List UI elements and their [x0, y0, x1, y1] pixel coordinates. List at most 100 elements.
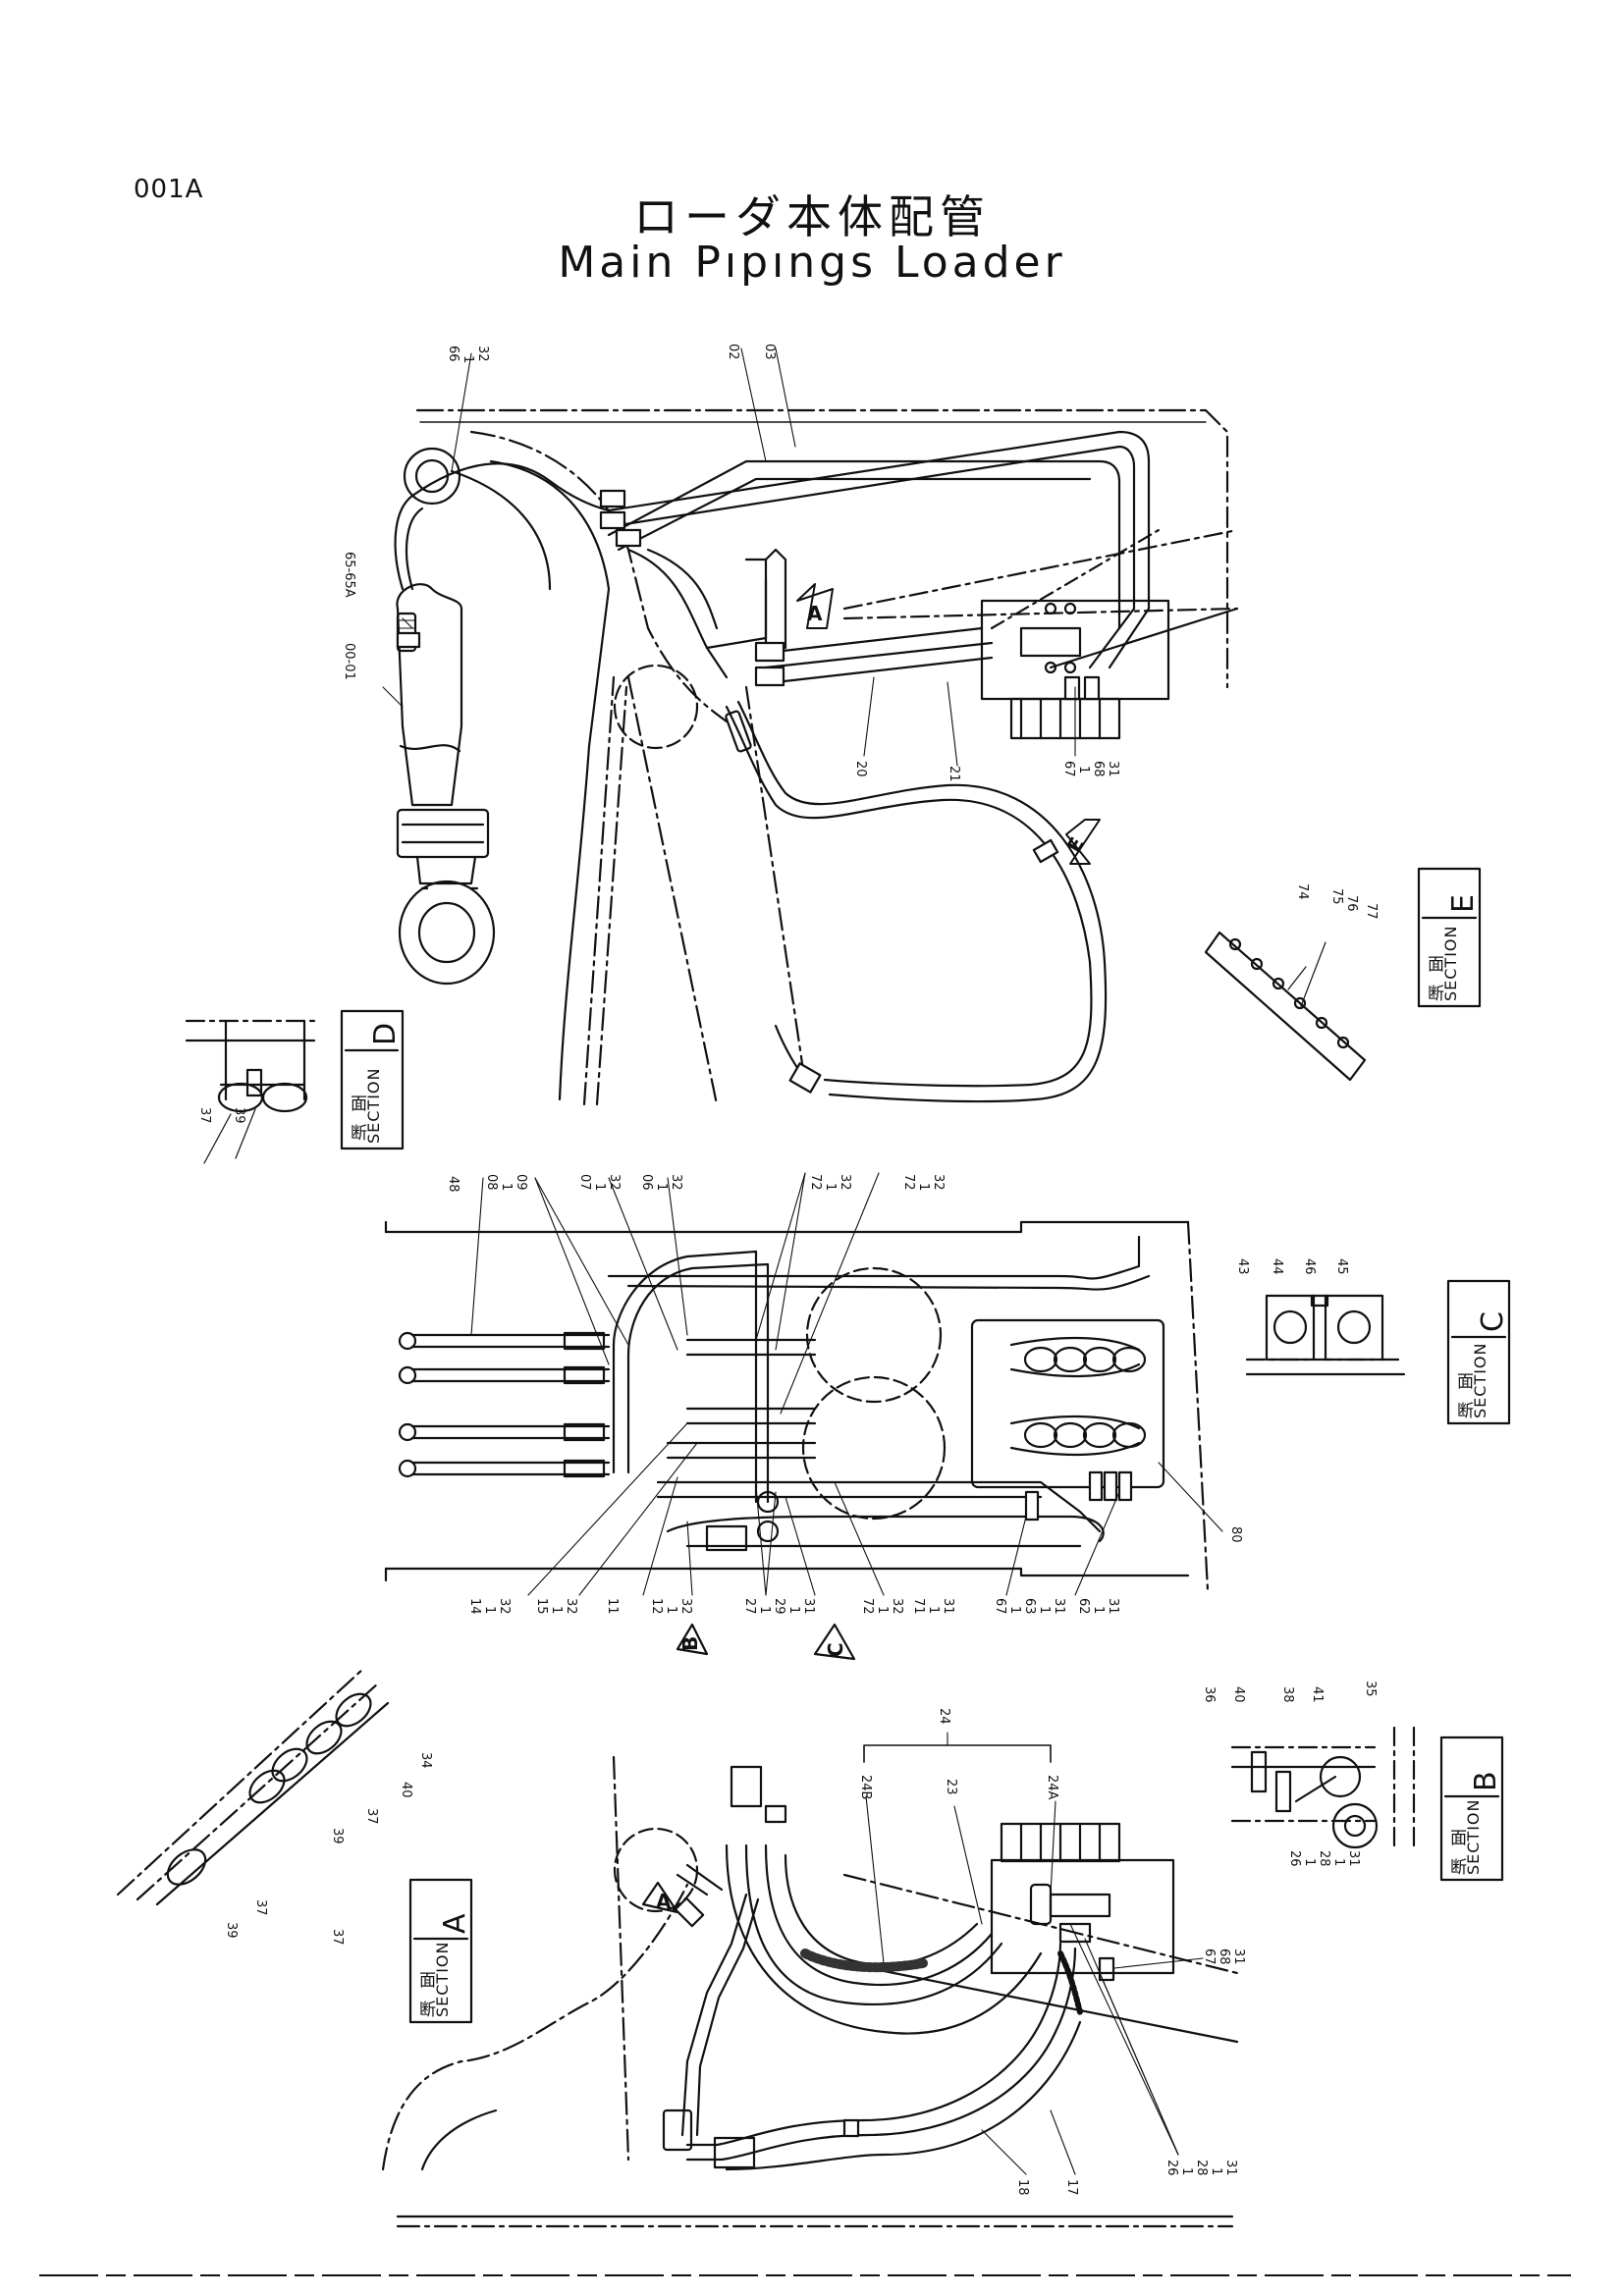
svg-text:SECTION: SECTION: [433, 1942, 452, 2018]
svg-text:断: 断: [1450, 1858, 1467, 1878]
callout-46: 46: [1302, 1258, 1317, 1275]
callout-26: 26: [1164, 2160, 1179, 2176]
callout-31: 31: [1052, 1598, 1066, 1615]
callout-35: 35: [1363, 1681, 1378, 1697]
callout-1: 1: [1076, 766, 1091, 774]
callout-29: 29: [772, 1598, 786, 1615]
callout-1: 1: [1209, 2167, 1223, 2175]
leader-lines: [382, 347, 1223, 2175]
callout-1: 1: [499, 1183, 514, 1191]
section-d-detail: [185, 1009, 405, 1164]
callout-62: 62: [1076, 1598, 1091, 1615]
callout-75: 75: [1329, 888, 1344, 905]
svg-text:面: 面: [1450, 1829, 1467, 1848]
callout-72: 72: [808, 1174, 823, 1191]
callout-1: 1: [549, 1606, 564, 1614]
callout-45: 45: [1334, 1258, 1349, 1275]
section-label-d: 断 面 SECTION D: [351, 1023, 403, 1144]
callout-31: 31: [1106, 1598, 1120, 1615]
section-letter-a: A: [438, 1913, 472, 1934]
callout-24a: 24A: [1045, 1775, 1059, 1800]
callout-31: 31: [1223, 2160, 1238, 2176]
svg-text:SECTION: SECTION: [364, 1068, 383, 1145]
section-b-detail: [1230, 1726, 1504, 1882]
callout-24: 24: [937, 1708, 951, 1725]
callout-39: 39: [224, 1922, 239, 1939]
section-label-b: 断 面 SECTION B: [1450, 1771, 1503, 1878]
callout-28: 28: [1194, 2160, 1209, 2176]
section-e-detail: [1204, 867, 1482, 1082]
callout-18: 18: [1015, 2179, 1030, 2196]
callout-27: 27: [742, 1598, 757, 1615]
callout-20: 20: [853, 761, 868, 777]
callout-34: 34: [418, 1752, 433, 1769]
svg-text:SECTION: SECTION: [1441, 926, 1460, 1002]
callout-14: 14: [467, 1598, 482, 1615]
section-label-c: 断 面 SECTION C: [1457, 1311, 1510, 1421]
callout-21: 21: [947, 766, 961, 782]
svg-text:断: 断: [351, 1124, 367, 1144]
callout-72: 72: [860, 1598, 875, 1615]
view-arrow-b: B: [678, 1636, 702, 1651]
callout-1: 1: [823, 1183, 838, 1191]
callout-39: 39: [330, 1828, 345, 1844]
view-arrow-a-top: A: [807, 602, 823, 625]
callout-1: 1: [654, 1183, 669, 1191]
callout-32: 32: [838, 1174, 852, 1191]
svg-text:面: 面: [419, 1971, 436, 1991]
section-letter-e: E: [1446, 894, 1481, 913]
section-letter-c: C: [1476, 1311, 1510, 1332]
callout-76: 76: [1344, 895, 1359, 912]
callout-80: 80: [1228, 1526, 1243, 1543]
callout-28: 28: [1317, 1850, 1331, 1867]
title-japanese: ローダ本体配管: [633, 190, 991, 243]
callout-23: 23: [944, 1779, 958, 1795]
svg-text:面: 面: [351, 1095, 367, 1114]
callout-1: 1: [1037, 1606, 1052, 1614]
svg-text:SECTION: SECTION: [1471, 1343, 1489, 1419]
svg-text:SECTION: SECTION: [1464, 1799, 1483, 1876]
svg-text:面: 面: [1457, 1372, 1474, 1392]
callout-66: 66: [446, 346, 460, 362]
callout-67: 67: [1202, 1949, 1217, 1965]
callout-67: 67: [1061, 761, 1076, 777]
view-arrow-letters: A E B C A: [656, 602, 1089, 1913]
callout-68: 68: [1217, 1949, 1231, 1965]
callout-1: 1: [875, 1606, 890, 1614]
callout-37: 37: [197, 1107, 212, 1124]
callout-11: 11: [605, 1598, 620, 1615]
callout-40: 40: [1231, 1686, 1246, 1703]
callout-71: 71: [911, 1598, 926, 1615]
callout-26: 26: [1287, 1850, 1302, 1867]
callout-00-01: 00-01: [342, 643, 356, 680]
callout-1: 1: [1331, 1858, 1346, 1866]
callout-17: 17: [1064, 2179, 1079, 2196]
section-label-a: 断 面 SECTION A: [419, 1913, 472, 2020]
callout-15: 15: [534, 1598, 549, 1615]
callout-31: 31: [941, 1598, 955, 1615]
section-a-detail: [116, 1667, 473, 2024]
callout-1: 1: [482, 1606, 497, 1614]
callout-68: 68: [1091, 761, 1106, 777]
callout-24b: 24B: [858, 1775, 873, 1799]
callout-36: 36: [1202, 1686, 1217, 1703]
callout-1: 1: [460, 355, 475, 363]
callout-32: 32: [607, 1174, 622, 1191]
callout-1: 1: [757, 1606, 772, 1614]
callout-1: 1: [1007, 1606, 1022, 1614]
callout-32: 32: [497, 1598, 512, 1615]
svg-text:断: 断: [419, 2001, 436, 2020]
callout-12: 12: [649, 1598, 664, 1615]
title-english: Main Pıpıngs Loader: [558, 238, 1066, 288]
view-arrow-c: C: [824, 1642, 847, 1657]
page-code: 001A: [134, 175, 204, 204]
callout-1: 1: [786, 1606, 801, 1614]
callout-1: 1: [926, 1606, 941, 1614]
callout-74: 74: [1295, 883, 1310, 900]
view-arrow-e: E: [1062, 833, 1090, 857]
callout-09: 09: [514, 1174, 528, 1191]
bottom-view: [381, 1744, 1239, 2228]
callout-43: 43: [1235, 1258, 1250, 1275]
callout-1: 1: [916, 1183, 931, 1191]
